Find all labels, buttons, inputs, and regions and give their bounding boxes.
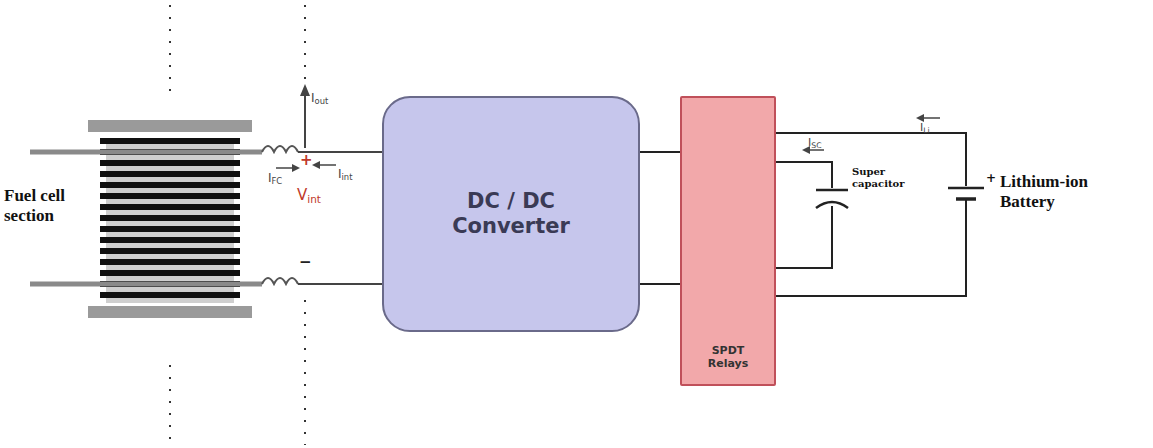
current-label: ISC xyxy=(808,137,822,151)
cell-plate xyxy=(100,237,240,243)
arrowhead xyxy=(312,161,320,169)
arrowhead xyxy=(916,114,924,122)
polarity-sign: + xyxy=(300,152,313,169)
cell-plate xyxy=(100,204,240,210)
cell-membrane xyxy=(106,199,234,204)
cell-membrane xyxy=(106,298,234,303)
wire-connector xyxy=(640,283,680,285)
cell-membrane xyxy=(106,232,234,237)
battery-symbol xyxy=(948,187,984,190)
current-label: IFC xyxy=(268,172,282,187)
cell-plate xyxy=(100,160,240,166)
cell-membrane xyxy=(106,254,234,259)
inductor-symbol xyxy=(262,278,298,284)
continuation-dots xyxy=(304,5,306,80)
node-label: SPDT Relays xyxy=(698,344,758,370)
cell-plate xyxy=(100,226,240,232)
current-label: Iout xyxy=(311,92,328,107)
wire-connector xyxy=(640,151,680,153)
component-label: Super capacitor xyxy=(852,166,914,189)
polarity-sign: + xyxy=(986,172,996,186)
section-label: Fuel cell section xyxy=(4,186,100,225)
cell-plate xyxy=(100,215,240,221)
terminal-wire xyxy=(30,150,262,155)
cell-membrane xyxy=(106,243,234,248)
arrowhead xyxy=(300,84,310,96)
output-wire xyxy=(752,133,966,296)
node-label: DC / DC Converter xyxy=(436,189,586,239)
cell-plate xyxy=(100,248,240,254)
cell-membrane xyxy=(106,155,234,160)
supercapacitor-symbol xyxy=(816,202,848,208)
cell-membrane xyxy=(106,144,234,149)
cell-plate xyxy=(100,259,240,265)
cell-plate xyxy=(100,193,240,199)
polarity-sign: − xyxy=(299,254,312,271)
converter-box: DC / DC Converter xyxy=(382,96,640,332)
end-plate xyxy=(88,306,252,318)
cell-membrane xyxy=(106,276,234,281)
supercapacitor-symbol xyxy=(816,189,848,192)
cell-plate xyxy=(100,171,240,177)
wire xyxy=(298,283,382,285)
battery-symbol xyxy=(956,197,976,201)
cell-membrane xyxy=(106,221,234,226)
inductor-symbol xyxy=(262,146,298,152)
cell-membrane xyxy=(106,287,234,292)
terminal-wire xyxy=(30,282,262,287)
continuation-dots xyxy=(169,5,171,100)
current-label: Iint xyxy=(338,168,352,183)
cell-membrane xyxy=(106,166,234,171)
cell-plate xyxy=(100,138,240,144)
continuation-dots xyxy=(169,365,171,445)
arrowhead xyxy=(292,164,300,172)
relay-box: SPDT Relays xyxy=(680,96,776,386)
end-plate xyxy=(88,120,252,132)
current-arrow xyxy=(276,167,294,169)
cell-plate xyxy=(100,292,240,298)
cell-membrane xyxy=(106,188,234,193)
current-arrow xyxy=(922,117,940,119)
component-label: Lithium-ion Battery xyxy=(1000,172,1140,211)
current-arrow xyxy=(304,88,306,148)
cell-membrane xyxy=(106,177,234,182)
continuation-dots xyxy=(304,300,306,445)
cell-plate xyxy=(100,270,240,276)
voltage-label: Vint xyxy=(297,187,321,205)
cell-membrane xyxy=(106,265,234,270)
current-arrow xyxy=(318,164,336,166)
cell-membrane xyxy=(106,210,234,215)
current-label: ILi xyxy=(920,122,930,136)
cell-plate xyxy=(100,182,240,188)
